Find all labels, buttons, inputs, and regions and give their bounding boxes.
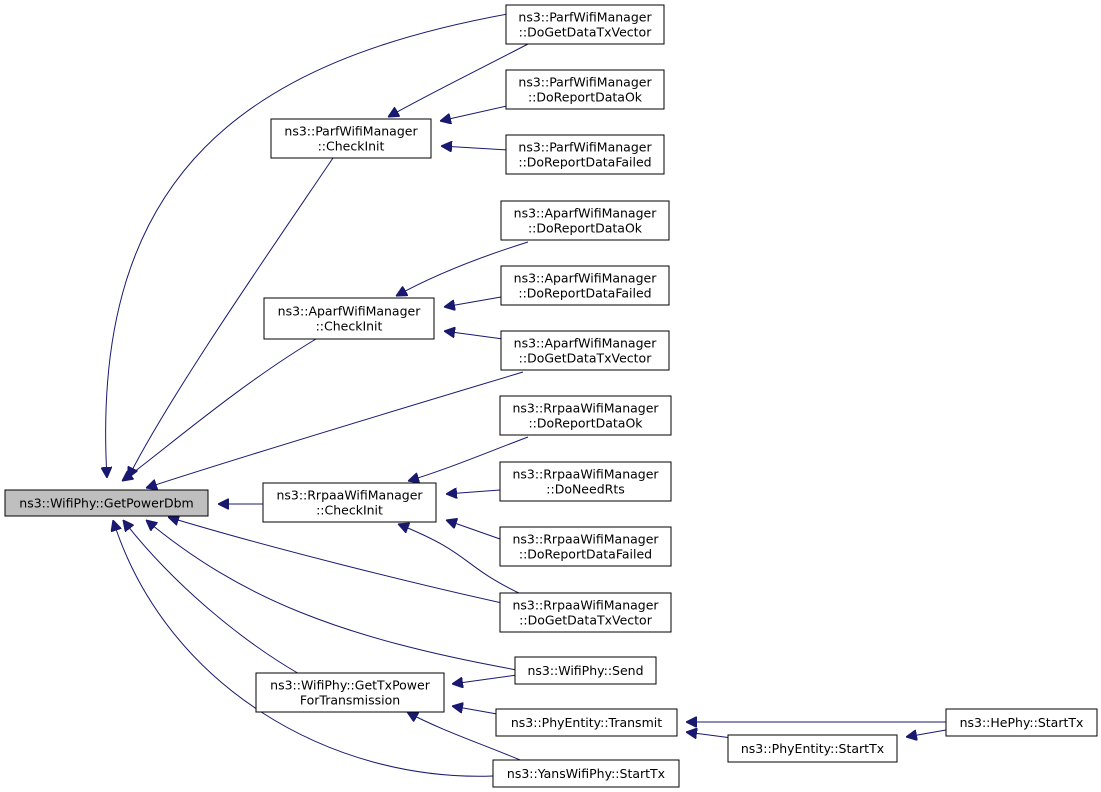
edge-parf_dgdtv-to-parf_check bbox=[388, 43, 529, 117]
node-aparf_dgdtv[interactable]: ns3::AparfWifiManager::DoGetDataTxVector bbox=[500, 330, 670, 371]
node-rrpaa_dgdtv[interactable]: ns3::RrpaaWifiManager::DoGetDataTxVector bbox=[499, 592, 672, 633]
edge-rrpaa_dgdtv-to-rrpaa_check bbox=[398, 524, 522, 595]
node-transmit[interactable]: ns3::PhyEntity::Transmit bbox=[495, 708, 678, 737]
node-pe_starttx[interactable]: ns3::PhyEntity::StartTx bbox=[727, 734, 898, 763]
node-label: ns3::ParfWifiManager bbox=[518, 140, 652, 155]
node-label: ns3::PhyEntity::StartTx bbox=[741, 741, 884, 756]
node-box bbox=[514, 656, 657, 685]
node-label: ns3::AparfWifiManager bbox=[514, 206, 658, 221]
node-aparf_check[interactable]: ns3::AparfWifiManager::CheckInit bbox=[263, 297, 435, 340]
edge-gettxpower-to-root bbox=[123, 520, 302, 676]
node-label: ::DoReportDataOk bbox=[528, 221, 643, 236]
node-parf_dgdtv[interactable]: ns3::ParfWifiManager::DoGetDataTxVector bbox=[505, 4, 665, 45]
edge-parf_drdf-to-parf_check bbox=[441, 146, 509, 150]
edge-pe_starttx-to-transmit bbox=[686, 732, 733, 738]
node-label: ns3::ParfWifiManager bbox=[518, 10, 652, 25]
node-box bbox=[945, 708, 1098, 737]
node-label: ::CheckInit bbox=[316, 503, 383, 518]
node-rrpaa_check[interactable]: ns3::RrpaaWifiManager::CheckInit bbox=[262, 482, 437, 523]
node-rrpaa_drdok[interactable]: ns3::RrpaaWifiManager::DoReportDataOk bbox=[499, 395, 672, 436]
edge-yans-to-gettxpower bbox=[407, 712, 526, 763]
node-box bbox=[505, 69, 665, 110]
edge-parf_dgdtv-to-root bbox=[106, 12, 514, 478]
node-label: ns3::PhyEntity::Transmit bbox=[511, 715, 662, 730]
edge-yans-to-root bbox=[113, 520, 494, 777]
node-box bbox=[505, 4, 665, 45]
node-label: ns3::WifiPhy::GetTxPower bbox=[270, 678, 431, 693]
edge-parf_drdok-to-parf_check bbox=[440, 104, 512, 121]
edge-aparf_dgdtv-to-root bbox=[146, 371, 524, 488]
node-label: ::CheckInit bbox=[318, 139, 385, 154]
node-label: ns3::HePhy::StartTx bbox=[960, 715, 1084, 730]
node-aparf_drdf[interactable]: ns3::AparfWifiManager::DoReportDataFaile… bbox=[500, 265, 670, 306]
node-label: ns3::ParfWifiManager bbox=[518, 75, 652, 90]
node-label: ::DoNeedRts bbox=[546, 482, 624, 497]
node-rrpaa_dnr[interactable]: ns3::RrpaaWifiManager::DoNeedRts bbox=[499, 461, 672, 502]
node-parf_drdok[interactable]: ns3::ParfWifiManager::DoReportDataOk bbox=[505, 69, 665, 110]
node-label: ns3::WifiPhy::GetPowerDbm bbox=[19, 496, 193, 511]
edge-parf_check-to-root bbox=[128, 157, 334, 478]
edge-rrpaa_drdok-to-rrpaa_check bbox=[408, 436, 529, 481]
node-yans[interactable]: ns3::YansWifiPhy::StartTx bbox=[492, 759, 680, 788]
node-rrpaa_drdf[interactable]: ns3::RrpaaWifiManager::DoReportDataFaile… bbox=[499, 526, 672, 567]
node-box bbox=[499, 526, 672, 567]
node-box bbox=[492, 759, 680, 788]
node-parf_check[interactable]: ns3::ParfWifiManager::CheckInit bbox=[270, 118, 432, 159]
node-label: ns3::AparfWifiManager bbox=[278, 304, 422, 319]
node-label: ns3::AparfWifiManager bbox=[514, 271, 658, 286]
edge-transmit-to-gettxpower bbox=[452, 706, 498, 715]
edge-rrpaa_drdf-to-rrpaa_check bbox=[446, 520, 501, 540]
edge-aparf_dgdtv-to-aparf_check bbox=[444, 331, 504, 340]
node-box bbox=[505, 134, 665, 175]
node-send[interactable]: ns3::WifiPhy::Send bbox=[514, 656, 657, 685]
node-root[interactable]: ns3::WifiPhy::GetPowerDbm bbox=[4, 489, 209, 517]
node-box bbox=[255, 672, 445, 713]
node-box bbox=[495, 708, 678, 737]
node-label: ns3::ParfWifiManager bbox=[284, 124, 418, 139]
node-box bbox=[499, 592, 672, 633]
edge-send-to-gettxpower bbox=[452, 674, 518, 684]
node-box bbox=[500, 265, 670, 306]
node-label: ::DoGetDataTxVector bbox=[519, 351, 653, 366]
node-label: ::CheckInit bbox=[316, 319, 383, 334]
node-box bbox=[4, 489, 209, 517]
node-box bbox=[263, 297, 435, 340]
node-label: ns3::RrpaaWifiManager bbox=[512, 467, 659, 482]
node-label: ::DoReportDataFailed bbox=[518, 286, 651, 301]
edge-aparf_drdf-to-aparf_check bbox=[444, 296, 502, 307]
node-box bbox=[270, 118, 432, 159]
node-parf_drdf[interactable]: ns3::ParfWifiManager::DoReportDataFailed bbox=[505, 134, 665, 175]
node-label: ::DoReportDataFailed bbox=[519, 547, 652, 562]
node-box bbox=[500, 200, 670, 241]
node-box bbox=[499, 461, 672, 502]
node-label: ::DoReportDataOk bbox=[528, 416, 643, 431]
edge-rrpaa_dnr-to-rrpaa_check bbox=[446, 490, 501, 494]
edge-aparf_check-to-root bbox=[122, 338, 317, 481]
node-aparf_drdok[interactable]: ns3::AparfWifiManager::DoReportDataOk bbox=[500, 200, 670, 241]
node-label: ns3::RrpaaWifiManager bbox=[512, 401, 659, 416]
node-label: ::DoGetDataTxVector bbox=[519, 25, 653, 40]
node-label: ::DoReportDataFailed bbox=[518, 155, 651, 170]
node-box bbox=[500, 330, 670, 371]
node-layer: ns3::WifiPhy::GetPowerDbm ns3::ParfWifiMa… bbox=[4, 4, 1098, 788]
edge-aparf_drdok-to-aparf_check bbox=[396, 241, 529, 296]
edge-rrpaa_dgdtv-to-root bbox=[168, 517, 503, 604]
node-label: ns3::RrpaaWifiManager bbox=[512, 598, 659, 613]
node-label: ForTransmission bbox=[300, 693, 400, 708]
node-label: ns3::RrpaaWifiManager bbox=[512, 532, 659, 547]
node-label: ::DoGetDataTxVector bbox=[519, 613, 653, 628]
node-label: ns3::AparfWifiManager bbox=[514, 336, 658, 351]
node-label: ns3::WifiPhy::Send bbox=[527, 663, 643, 678]
node-box bbox=[727, 734, 898, 763]
node-label: ns3::YansWifiPhy::StartTx bbox=[507, 766, 665, 781]
node-box bbox=[262, 482, 437, 523]
node-box bbox=[499, 395, 672, 436]
node-label: ::DoReportDataOk bbox=[528, 90, 643, 105]
edge-he_starttx-to-pe_starttx bbox=[906, 729, 947, 737]
node-label: ns3::RrpaaWifiManager bbox=[276, 488, 423, 503]
edge-send-to-root bbox=[146, 520, 518, 671]
node-he_starttx[interactable]: ns3::HePhy::StartTx bbox=[945, 708, 1098, 737]
